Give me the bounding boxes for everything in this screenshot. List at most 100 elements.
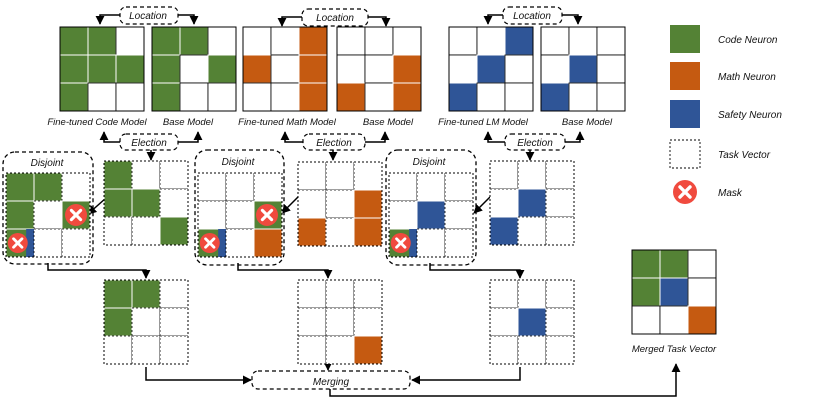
- grid-cell: [325, 189, 355, 219]
- grid-cell: [353, 279, 383, 309]
- grid-cell: [416, 200, 446, 230]
- tag-box: [302, 133, 366, 151]
- tag-box: [502, 6, 563, 25]
- grid-election-code: [103, 160, 189, 246]
- grid-cell: [87, 26, 117, 56]
- grid-cell: [298, 82, 328, 112]
- legend-item-code: Code Neuron: [670, 25, 778, 53]
- grid-cell: [687, 249, 717, 279]
- grid-cell: [631, 277, 661, 307]
- grid-cell: [159, 188, 189, 218]
- grid-cell: [388, 200, 418, 230]
- ft-math-label: Fine-tuned Math Model: [238, 117, 337, 128]
- grid-cell: [416, 172, 446, 202]
- grid-cell: [631, 305, 661, 335]
- location-label-3: Location: [513, 11, 551, 22]
- grid-cell: [353, 335, 383, 365]
- grid-cell: [207, 26, 237, 56]
- grid-cell: [353, 189, 383, 219]
- disjoint-panel-code: [2, 151, 94, 265]
- grid-cell: [504, 54, 534, 84]
- grid-cell: [225, 228, 255, 258]
- base-math-label: Base Model: [363, 117, 414, 128]
- grid-cell: [353, 217, 383, 247]
- grid-cell: [476, 82, 506, 112]
- ft-lm-label: Fine-tuned LM Model: [438, 117, 529, 128]
- location-label-2: Location: [316, 13, 354, 24]
- grid-cell: [242, 82, 272, 112]
- grid-cell: [159, 335, 189, 365]
- grid-cell: [517, 160, 547, 190]
- mask-x-icon: [65, 204, 87, 226]
- grid-cell: [159, 160, 189, 190]
- grid-cell: [659, 249, 689, 279]
- grid-cell: [489, 307, 519, 337]
- grid-cell: [545, 307, 575, 337]
- grid-cell: [325, 335, 355, 365]
- grid-disjoint-lm: [388, 172, 474, 258]
- legend-item-math: Math Neuron: [670, 62, 776, 90]
- grid-cell: [631, 249, 661, 279]
- grid-cell: [33, 200, 63, 230]
- grid-cell: [103, 307, 133, 337]
- grid-cell: [364, 26, 394, 56]
- grid-cell: [325, 279, 355, 309]
- grid-cell: [444, 172, 474, 202]
- grid-cell: [392, 26, 422, 56]
- grid-result-math: [297, 279, 383, 365]
- grid-cell: [353, 161, 383, 191]
- grid-cell: [179, 26, 209, 56]
- legend-label: Mask: [718, 188, 743, 199]
- grid-cell: [517, 279, 547, 309]
- grid-cell: [444, 228, 474, 258]
- grid-border: [540, 26, 626, 112]
- grid-cell: [61, 172, 91, 202]
- grid-merged: [631, 249, 717, 335]
- grid-cell: [242, 26, 272, 56]
- grid-ft-math: [242, 26, 328, 112]
- grid-cell: [504, 82, 534, 112]
- grid-cell: [388, 172, 418, 202]
- grid-cell: [596, 54, 626, 84]
- grid-cell: [448, 54, 478, 84]
- grid-cell-overlap: [218, 229, 226, 257]
- grid-cell: [448, 82, 478, 112]
- grid-cell: [115, 26, 145, 56]
- grid-cell: [353, 307, 383, 337]
- grid-cell: [298, 26, 328, 56]
- grid-cell: [568, 54, 598, 84]
- grid-cell: [504, 26, 534, 56]
- grid-cell: [416, 228, 446, 258]
- grid-cell: [297, 161, 327, 191]
- grid-cell: [270, 54, 300, 84]
- grid-election-math: [297, 161, 383, 247]
- mask-x-icon: [256, 204, 278, 226]
- grid-cell: [489, 216, 519, 246]
- tag-box: [504, 133, 566, 151]
- grid-cell: [159, 216, 189, 246]
- grid-cell: [197, 200, 227, 230]
- tag-boxes: [119, 6, 566, 390]
- grid-border: [59, 26, 145, 112]
- grid-cell: [131, 160, 161, 190]
- base-code-label: Base Model: [163, 117, 214, 128]
- grid-cell: [115, 54, 145, 84]
- grid-cell-overlap: [409, 229, 417, 257]
- grid-cell: [489, 279, 519, 309]
- grid-cell: [59, 82, 89, 112]
- legend-label: Task Vector: [718, 150, 771, 161]
- grid-border: [151, 26, 237, 112]
- grid-cell: [5, 172, 35, 202]
- disjoint-label-3: Disjoint: [413, 157, 447, 168]
- grid-cell: [103, 279, 133, 309]
- grid-result-code: [103, 279, 189, 365]
- base-lm-label: Base Model: [562, 117, 613, 128]
- grid-cell: [568, 26, 598, 56]
- grid-cell: [103, 188, 133, 218]
- grid-cell: [336, 26, 366, 56]
- grid-base-lm: [540, 26, 626, 112]
- grid-cell: [545, 188, 575, 218]
- grid-cell: [297, 189, 327, 219]
- grid-cell: [659, 277, 689, 307]
